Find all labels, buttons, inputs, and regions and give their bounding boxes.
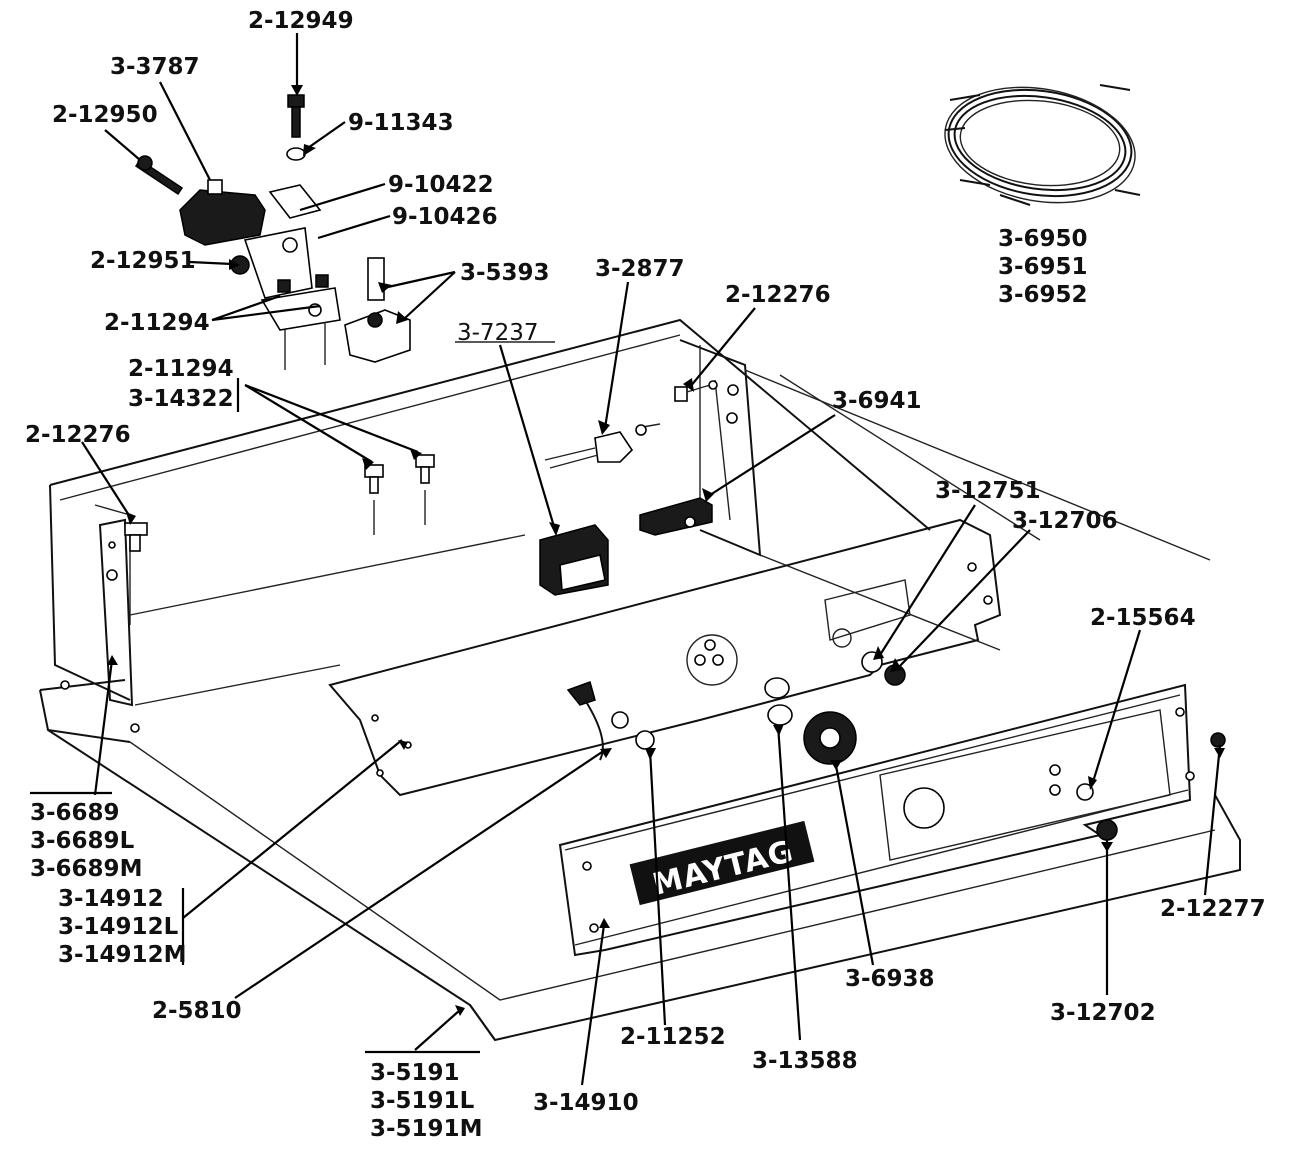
label-3-14322: 3-14322 (128, 386, 234, 412)
parts (124, 84, 1226, 841)
label-2-11252: 2-11252 (620, 1024, 726, 1050)
bracket-assembly (243, 184, 341, 370)
screws-3-14322 (364, 454, 435, 535)
label-3-7237: 3-7237 (457, 320, 538, 346)
label-3-12706: 3-12706 (1012, 508, 1118, 534)
switch-3-2877 (544, 423, 661, 469)
label-3-12751: 3-12751 (935, 478, 1041, 504)
wiring-harness (944, 84, 1141, 206)
label-3-6689: 3-6689 (30, 800, 120, 826)
label-3-6952: 3-6952 (998, 282, 1088, 308)
label-2-5810: 2-5810 (152, 998, 242, 1024)
cabinet-body (39, 318, 1241, 1042)
screw-2-12950 (134, 155, 184, 196)
solenoid (344, 257, 411, 363)
label-3-2877: 3-2877 (595, 256, 685, 282)
timer-switch (179, 179, 266, 246)
knob-3-6938 (803, 711, 857, 765)
label-2-12276-a: 2-12276 (725, 282, 831, 308)
screw-2-12277 (1210, 732, 1226, 748)
arrowheads (107, 85, 1225, 1016)
label-3-5191M: 3-5191M (370, 1116, 482, 1142)
label-3-14910: 3-14910 (533, 1090, 639, 1116)
part-labels: 2-12949 3-3787 2-12950 9-11343 9-10422 9… (25, 8, 1266, 1142)
label-3-14912: 3-14912 (58, 886, 164, 912)
label-3-14912M: 3-14912M (58, 942, 186, 968)
label-2-11294-b: 2-11294 (128, 356, 234, 382)
label-3-6950: 3-6950 (998, 226, 1088, 252)
label-3-5393: 3-5393 (460, 260, 550, 286)
label-3-12702: 3-12702 (1050, 1000, 1156, 1026)
leader-lines (30, 33, 1222, 1086)
label-3-13588: 3-13588 (752, 1048, 858, 1074)
label-2-11294-a: 2-11294 (104, 310, 210, 336)
label-3-6938: 3-6938 (845, 966, 935, 992)
terminal-block-3-7237 (539, 524, 609, 596)
label-3-6689M: 3-6689M (30, 856, 142, 882)
label-2-12950: 2-12950 (52, 102, 158, 128)
label-3-6941: 3-6941 (832, 388, 922, 414)
label-3-6951: 3-6951 (998, 254, 1088, 280)
ground-wire (566, 681, 655, 761)
label-2-12951: 2-12951 (90, 248, 196, 274)
label-3-3787: 3-3787 (110, 54, 200, 80)
label-3-5191L: 3-5191L (370, 1088, 475, 1114)
label-3-6689L: 3-6689L (30, 828, 135, 854)
indicator-lights (764, 677, 793, 726)
screw-2-12276-right (674, 380, 718, 402)
label-9-11343: 9-11343 (348, 110, 454, 136)
screw-2-12949 (286, 94, 306, 161)
label-3-5191: 3-5191 (370, 1060, 460, 1086)
label-2-15564: 2-15564 (1090, 605, 1196, 631)
label-9-10422: 9-10422 (388, 172, 494, 198)
switch-3-6941 (639, 497, 713, 536)
button-2-15564 (1076, 783, 1094, 801)
label-2-12949: 2-12949 (248, 8, 354, 34)
label-9-10426: 9-10426 (392, 204, 498, 230)
label-3-14912L: 3-14912L (58, 914, 179, 940)
screw-2-12276-left (124, 522, 148, 552)
nut-3-12702 (1096, 819, 1118, 841)
label-2-12276-b: 2-12276 (25, 422, 131, 448)
label-2-12277: 2-12277 (1160, 896, 1266, 922)
